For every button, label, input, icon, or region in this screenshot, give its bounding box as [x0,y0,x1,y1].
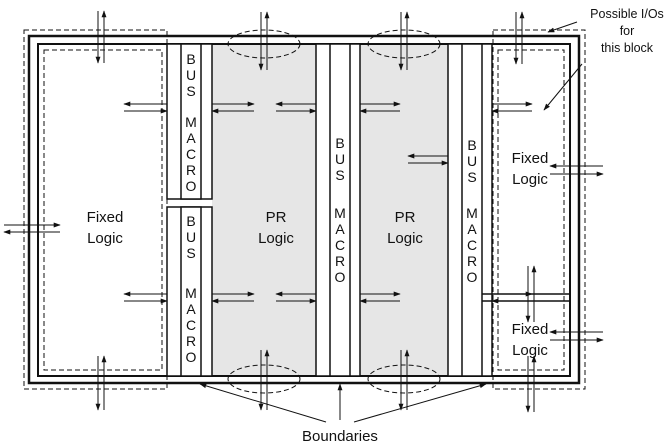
bus-macro-left-upper-letters: B U S M A C R O [185,51,197,194]
callout-line: this block [601,41,654,55]
label-line: Fixed [512,321,549,338]
letter: U [186,67,196,83]
letter: U [467,153,477,169]
letter: S [186,245,195,261]
letter: R [186,162,196,178]
letter: R [186,333,196,349]
letter: C [335,237,345,253]
label-line: Logic [512,342,548,359]
letter: B [186,213,195,229]
letter: B [335,135,344,151]
letter: O [335,269,346,285]
bus-macro-right [447,43,493,377]
fixed-logic-top-right-label: Fixed Logic [512,150,549,188]
letter: O [186,349,197,365]
letter: A [186,301,196,317]
label-line: Logic [258,230,294,247]
fixed-logic-left-inner-dashed [43,49,163,371]
bus-macro-middle-letters: B U S M A C R O [334,135,346,285]
letter: B [467,137,476,153]
label-line: PR [266,209,287,226]
letter: O [186,178,197,194]
letter: B [186,51,195,67]
letter: U [186,229,196,245]
fixed-logic-right-inner-dashed [497,49,565,371]
pr-region-left [212,44,316,376]
device-inner-border [37,43,571,377]
letter: M [185,285,197,301]
label-line: Fixed [87,209,124,226]
bus-macro-left [166,43,213,377]
callout-line: Possible I/Os [590,7,664,21]
label-line: Fixed [512,150,549,167]
label-line: Logic [512,171,548,188]
fixed-logic-left-label: Fixed Logic [87,209,124,247]
letter: C [186,146,196,162]
bus-macro-middle [315,43,361,377]
fixed-logic-bottom-right-label: Fixed Logic [512,321,549,359]
bus-macro-left-lower-letters: B U S M A C R O [185,213,197,365]
letter: A [467,221,477,237]
fixed-logic-right-dashed-boundary [492,29,586,390]
callout-line: for [620,24,635,38]
boundary-ellipses [227,29,441,394]
possible-ios-callout: Possible I/Os for this block [590,7,664,55]
label-line: PR [395,209,416,226]
letter: M [334,205,346,221]
letter: O [467,269,478,285]
letter: R [467,253,477,269]
letter: R [335,253,345,269]
pr-region-right [360,44,448,376]
letter: A [335,221,345,237]
letter: A [186,130,196,146]
letter: M [466,205,478,221]
pr-logic-left-label: PR Logic [258,209,294,247]
letter: S [335,167,344,183]
letter: U [335,151,345,167]
letter: S [467,169,476,185]
label-line: Logic [387,230,423,247]
label-line: Logic [87,230,123,247]
letter: S [186,83,195,99]
bus-macro-right-letters: B U S M A C R O [466,137,478,285]
right-region-divider [482,293,570,302]
io-arrows [3,10,604,423]
letter: C [186,317,196,333]
device-outer-border [27,34,581,385]
letter: M [185,114,197,130]
boundaries-label: Boundaries [302,428,378,445]
letter: C [467,237,477,253]
pr-logic-right-label: PR Logic [387,209,423,247]
